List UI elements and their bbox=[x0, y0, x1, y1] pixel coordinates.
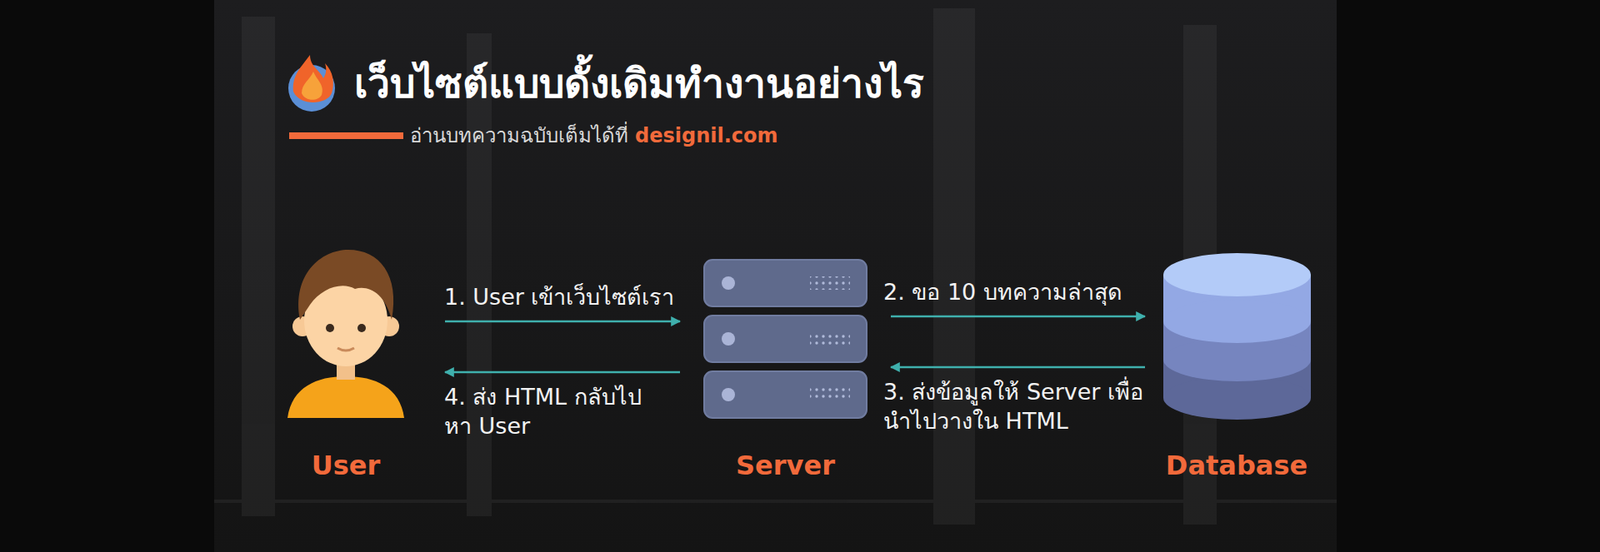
website-link: designil.com bbox=[635, 122, 779, 150]
server-vent bbox=[810, 388, 850, 402]
user-mouth bbox=[337, 348, 355, 351]
user-hair bbox=[298, 250, 394, 320]
accent-bar bbox=[289, 132, 404, 140]
server-unit bbox=[704, 371, 867, 419]
flow-arrow bbox=[445, 320, 680, 324]
database-layer bbox=[1163, 376, 1311, 420]
user-shirt bbox=[287, 376, 405, 419]
database-node: Database bbox=[1148, 250, 1325, 482]
node-label: Database bbox=[1148, 450, 1325, 482]
logo-flame bbox=[293, 55, 334, 103]
photo-background bbox=[214, 0, 1337, 552]
server-node: Server bbox=[683, 250, 888, 482]
database-top bbox=[1163, 253, 1311, 297]
user-eye bbox=[357, 324, 366, 333]
node-label: User bbox=[250, 450, 442, 482]
step-label: 1. User เข้าเว็บไซต์เรา bbox=[444, 282, 686, 312]
fire-logo bbox=[288, 55, 335, 112]
server-light bbox=[721, 276, 735, 290]
server-light bbox=[721, 332, 735, 346]
user-node: User bbox=[250, 250, 442, 482]
building-texture bbox=[214, 8, 1337, 525]
database-icon bbox=[1163, 253, 1311, 420]
step-label: 3. ส่งข้อมูลให้ Server เพื่อนำไปวางใน HT… bbox=[883, 377, 1149, 436]
building-column bbox=[933, 8, 975, 525]
building-line bbox=[214, 500, 1337, 504]
step-label: 2. ขอ 10 บทความล่าสุด bbox=[883, 277, 1149, 307]
server-vent bbox=[810, 276, 850, 290]
flow-arrow bbox=[445, 371, 680, 375]
server-light bbox=[721, 388, 735, 402]
database-layer bbox=[1163, 338, 1311, 382]
server-unit bbox=[704, 315, 867, 363]
server-vent bbox=[810, 332, 850, 346]
server-icon bbox=[704, 260, 867, 419]
logo-flame-inner bbox=[301, 71, 323, 100]
database-layer bbox=[1163, 300, 1311, 344]
building-column bbox=[241, 16, 275, 517]
server-unit bbox=[704, 260, 867, 307]
node-label: Server bbox=[683, 450, 888, 482]
flow-arrow bbox=[890, 366, 1145, 370]
subtitle-row: อ่านบทความฉบับเต็มได้ที่designil.com bbox=[410, 122, 779, 150]
user-eye bbox=[325, 324, 335, 333]
title: เว็บไซต์แบบดั้งเดิมทำงานอย่างไร bbox=[354, 60, 925, 109]
user-figure bbox=[287, 250, 405, 419]
step-label: 4. ส่ง HTML กลับไป หา User bbox=[444, 382, 670, 441]
flow-arrow bbox=[890, 315, 1145, 319]
subtitle: อ่านบทความฉบับเต็มได้ที่ bbox=[410, 122, 629, 150]
